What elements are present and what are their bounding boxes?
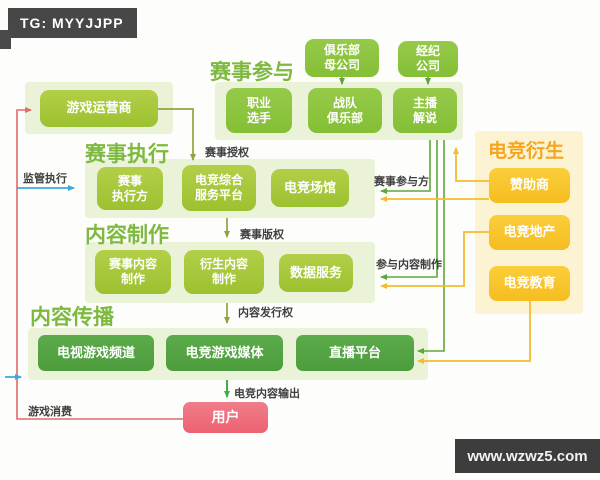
label-game-consumption: 游戏消费 (28, 406, 72, 418)
node-event-executor: 赛事 执行方 (97, 167, 163, 210)
node-event-content-production: 赛事内容 制作 (95, 250, 171, 294)
label-content-distribution-right: 内容发行权 (238, 307, 293, 319)
node-esports-education: 电竞教育 (489, 266, 570, 301)
tg-badge: TG: MYYJJPP (8, 8, 137, 38)
node-esports-game-media: 电竞游戏媒体 (166, 335, 283, 371)
node-club-parent-company: 俱乐部 母公司 (305, 39, 379, 77)
site-watermark: www.wzwz5.com (455, 439, 600, 473)
title-distribution: 内容传播 (30, 306, 114, 329)
node-user: 用户 (183, 402, 268, 433)
node-data-service: 数据服务 (279, 254, 353, 292)
title-production: 内容制作 (85, 224, 169, 247)
node-game-operator: 游戏运营商 (40, 90, 158, 127)
node-tv-game-channel: 电视游戏频道 (38, 335, 154, 371)
title-participation: 赛事参与 (210, 61, 294, 84)
node-sponsor: 赞助商 (489, 168, 570, 203)
node-esports-service-platform: 电竞综合 服务平台 (182, 165, 256, 211)
node-streaming-platform: 直播平台 (296, 335, 414, 371)
title-derivative: 电竞衍生 (488, 141, 565, 162)
label-regulation: 监管执行 (23, 173, 67, 185)
label-esports-content-output: 电竞内容输出 (234, 388, 300, 400)
label-join-content-production: 参与内容制作 (376, 259, 442, 271)
label-event-authorization: 赛事授权 (205, 147, 249, 159)
node-esports-realestate: 电竞地产 (489, 215, 570, 250)
node-derivative-content-production: 衍生内容 制作 (184, 250, 264, 294)
node-pro-player: 职业 选手 (226, 88, 292, 133)
node-esports-venue: 电竞场馆 (271, 169, 349, 207)
node-team-club: 战队 俱乐部 (308, 88, 382, 133)
label-event-copyright: 赛事版权 (240, 229, 284, 241)
title-execution: 赛事执行 (85, 143, 169, 166)
label-event-participants: 赛事参与方 (374, 176, 429, 188)
corner-chip (0, 30, 11, 49)
node-caster-commentator: 主播 解说 (393, 88, 457, 133)
node-agency-company: 经纪 公司 (398, 41, 458, 77)
